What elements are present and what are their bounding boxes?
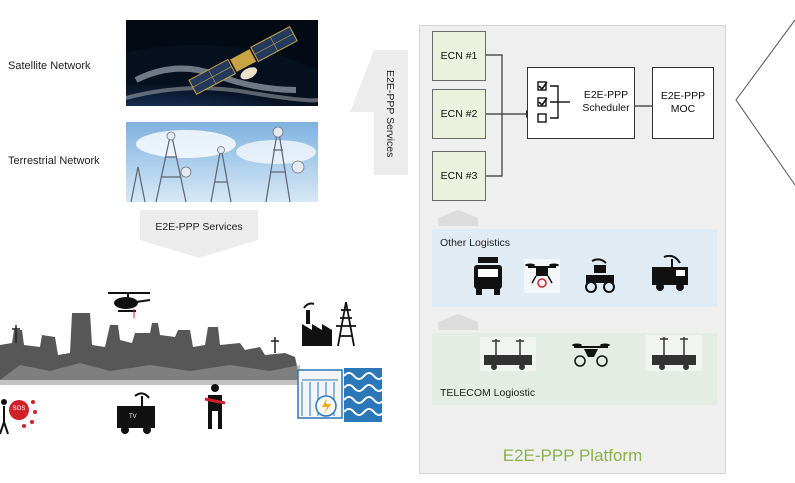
city-skyline [0, 285, 300, 385]
drone-icon [524, 259, 560, 293]
rover-robot-icon [585, 258, 615, 293]
hydro-dam-icon [296, 368, 344, 420]
terrestrial-network-label: Terrestrial Network [8, 155, 100, 167]
rescuer-icon [203, 383, 227, 431]
mobile-tower-trailer-icon [480, 337, 536, 371]
moc-box[interactable]: E2E-PPP MOC [652, 67, 714, 139]
platform-title: E2E-PPP Platform [502, 446, 643, 465]
other-logistics-band: Other Logistics [432, 229, 717, 307]
sos-label: SOS [12, 406, 26, 412]
services-down-arrow: E2E-PPP Services [140, 210, 258, 258]
tv-label: TV [129, 414, 137, 420]
services-left-arrow: E2E-PPP Services [350, 50, 408, 175]
scheduler-box[interactable]: E2E-PPP Scheduler [527, 67, 635, 139]
right-partial-diamond [735, 20, 795, 186]
telecom-drone-icon [572, 343, 610, 367]
fire-truck-icon [474, 257, 502, 295]
services-down-label: E2E-PPP Services [155, 221, 243, 233]
satellite-network-label: Satellite Network [8, 60, 91, 72]
sos-person-icon: SOS [0, 392, 42, 436]
satellite-image [126, 20, 318, 106]
services-left-label: E2E-PPP Services [384, 69, 396, 158]
water-waves-icon [343, 368, 385, 422]
tv-van-icon: TV [115, 392, 157, 436]
e2e-ppp-platform: ECN #1 ECN #2 ECN #3 E2E-PPP Scheduler [419, 25, 726, 474]
moc-label: E2E-PPP MOC [660, 90, 706, 115]
checklist-icon [537, 81, 570, 123]
up-arrow-icon [438, 210, 478, 226]
other-logistics-label: Other Logistics [440, 237, 511, 249]
telecom-logistic-label: TELECOM Logiostic [440, 387, 536, 399]
ecn-1-box[interactable]: ECN #1 [432, 31, 486, 81]
scheduler-label: E2E-PPP Scheduler [582, 89, 630, 114]
cell-on-wheels-icon [646, 335, 702, 371]
broadcast-truck-icon [652, 255, 688, 291]
ecn-3-box[interactable]: ECN #3 [432, 151, 486, 201]
up-arrow-icon-2 [438, 314, 478, 330]
helicopter-icon [106, 290, 152, 318]
factory-power-icon [300, 300, 362, 347]
terrestrial-image [126, 122, 318, 202]
telecom-logistic-band: TELECOM Logiostic [432, 333, 717, 405]
ecn-2-box[interactable]: ECN #2 [432, 89, 486, 139]
